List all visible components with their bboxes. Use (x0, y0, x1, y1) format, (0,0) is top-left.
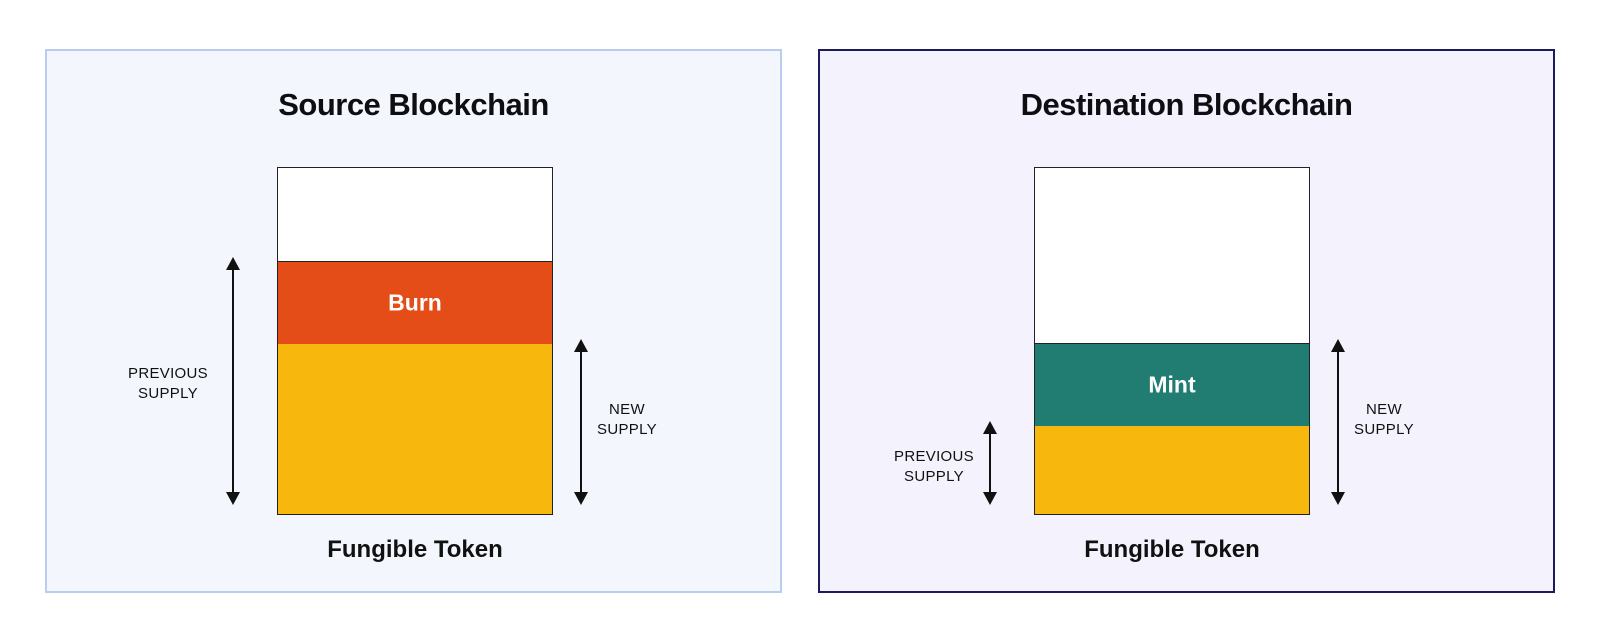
burn-label: Burn (388, 289, 442, 316)
destination-previous-supply-arrow (980, 421, 1000, 505)
destination-panel: Destination Blockchain Mint Fungible Tok… (818, 49, 1555, 593)
source-new-supply-label: NEW SUPPLY (597, 401, 657, 438)
destination-title: Destination Blockchain (1020, 87, 1353, 122)
burn-segment: Burn (278, 261, 552, 345)
source-remaining-supply-segment (278, 344, 552, 514)
destination-token-bar: Mint (1034, 167, 1310, 515)
source-title: Source Blockchain (278, 87, 549, 122)
mint-label: Mint (1148, 371, 1196, 398)
destination-previous-supply-segment (1035, 426, 1309, 514)
source-panel: Source Blockchain Burn Fungible Token PR… (45, 49, 782, 593)
source-previous-supply-arrow (223, 257, 243, 505)
source-token-bar: Burn (277, 167, 553, 515)
mint-segment: Mint (1035, 343, 1309, 427)
destination-previous-supply-label: PREVIOUS SUPPLY (894, 448, 974, 485)
destination-new-supply-label: NEW SUPPLY (1354, 401, 1414, 438)
source-new-supply-arrow (571, 339, 591, 505)
source-previous-supply-label: PREVIOUS SUPPLY (128, 365, 208, 402)
destination-token-caption: Fungible Token (1084, 536, 1260, 563)
source-token-caption: Fungible Token (327, 536, 503, 563)
destination-new-supply-arrow (1328, 339, 1348, 505)
